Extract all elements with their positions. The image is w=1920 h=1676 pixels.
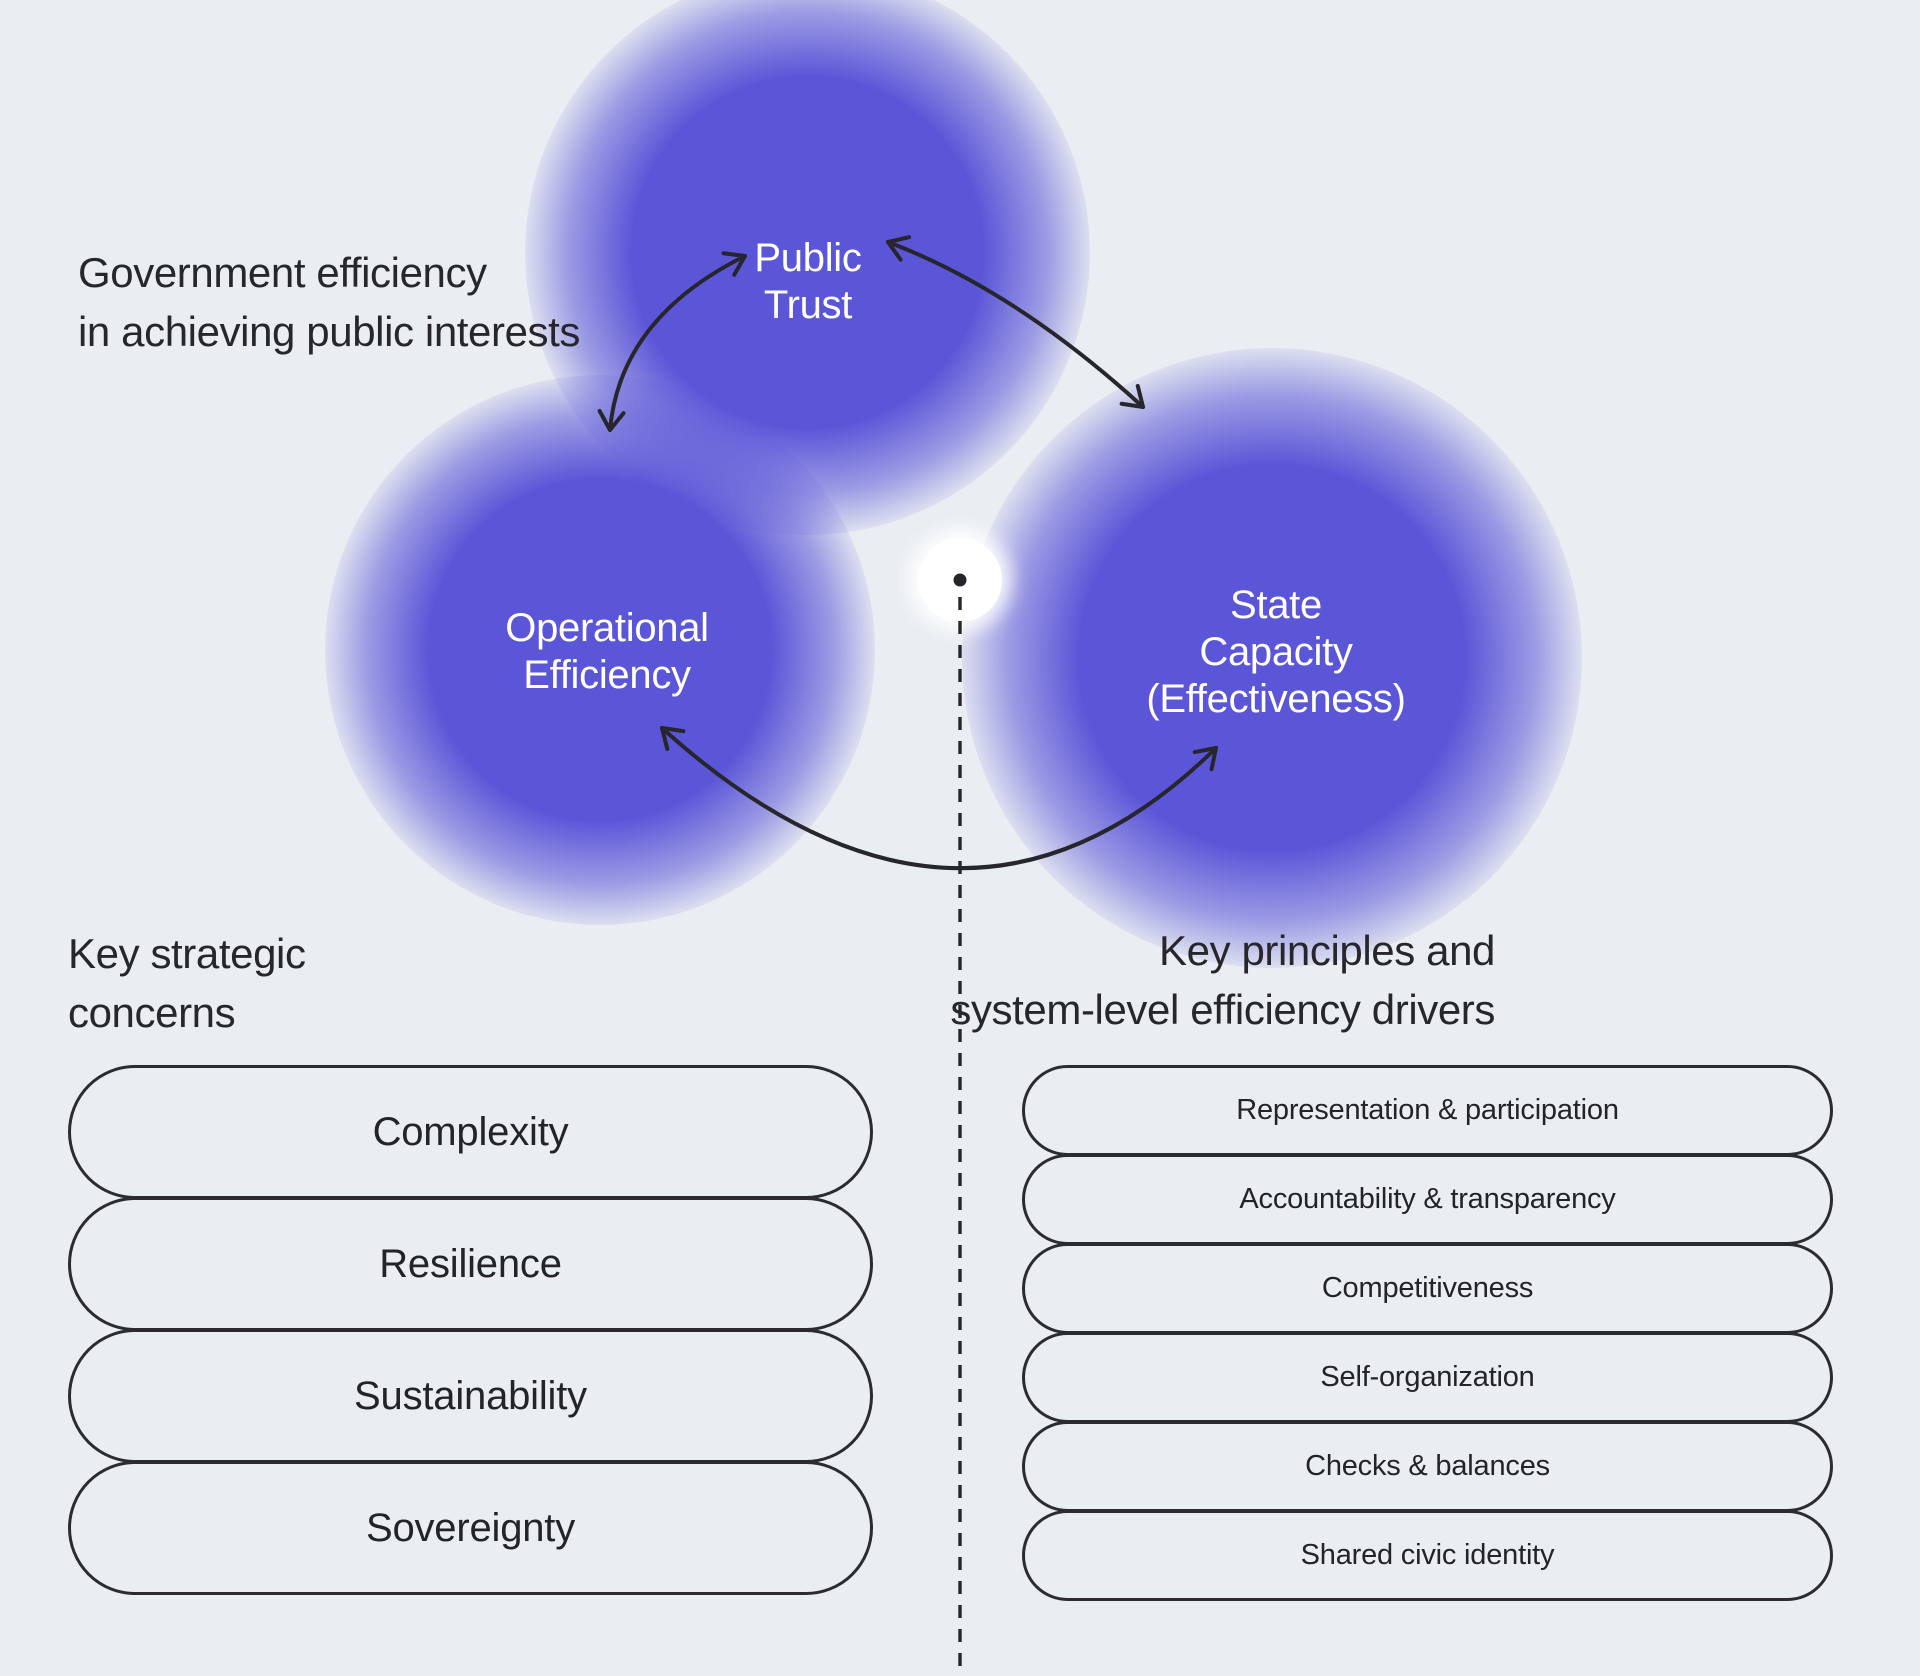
node-label-operational-efficiency: Operational Efficiency <box>505 606 709 697</box>
list-item-representation-participation: Representation & participation <box>1022 1065 1833 1156</box>
node-label-state-capacity: State Capacity (Effectiveness) <box>1146 583 1406 721</box>
center-hub-circle <box>918 538 1002 622</box>
list-item-checks-balances: Checks & balances <box>1022 1421 1833 1512</box>
list-item-complexity: Complexity <box>68 1065 873 1199</box>
efficiency-drivers-list: Representation & participation Accountab… <box>1022 1065 1833 1601</box>
list-item-shared-civic-identity: Shared civic identity <box>1022 1510 1833 1601</box>
list-item-sovereignty: Sovereignty <box>68 1461 873 1595</box>
list-item-self-organization: Self-organization <box>1022 1332 1833 1423</box>
list-item-resilience: Resilience <box>68 1197 873 1331</box>
arrow-trust-operational <box>597 251 747 432</box>
list-item-sustainability: Sustainability <box>68 1329 873 1463</box>
list-item-accountability-transparency: Accountability & transparency <box>1022 1154 1833 1245</box>
list-item-competitiveness: Competitiveness <box>1022 1243 1833 1334</box>
node-label-public-trust: Public Trust <box>754 236 862 327</box>
arrow-trust-state <box>886 235 1145 409</box>
strategic-concerns-list: Complexity Resilience Sustainability Sov… <box>68 1065 873 1595</box>
right-panel-heading: Key principles and system-level efficien… <box>950 927 1495 1033</box>
diagram-title: Government efficiency in achieving publi… <box>78 249 581 355</box>
left-panel-heading: Key strategic concerns <box>68 930 306 1036</box>
arrow-operational-state <box>660 726 1218 871</box>
